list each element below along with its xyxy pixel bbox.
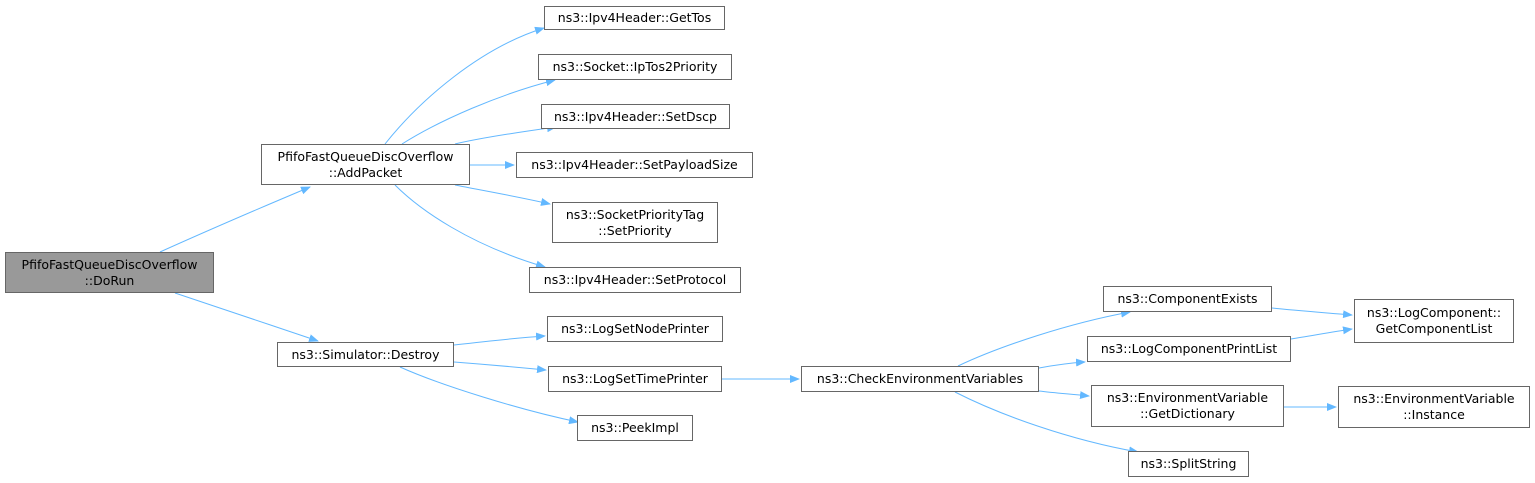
node-environmentvariable-instance[interactable]: ns3::EnvironmentVariable ::Instance [1338, 386, 1530, 428]
node-label-line2: ::GetDictionary [1140, 406, 1235, 421]
node-pfifofastqueuediscoverflow-addpacket[interactable]: PfifoFastQueueDiscOverflow ::AddPacket [261, 144, 470, 185]
edge-checkenv-componentexists [957, 309, 1131, 367]
node-label-line2: ::Instance [1403, 407, 1465, 422]
node-environmentvariable-getdictionary[interactable]: ns3::EnvironmentVariable ::GetDictionary [1091, 385, 1284, 427]
node-label-line1: ns3::EnvironmentVariable [1353, 391, 1515, 406]
node-peekimpl[interactable]: ns3::PeekImpl [577, 415, 693, 441]
node-label: ns3::Simulator::Destroy [291, 346, 440, 362]
node-logcomponent-getcomponentlist[interactable]: ns3::LogComponent:: GetComponentList [1354, 299, 1514, 343]
node-label: ns3::ComponentExists [1117, 291, 1258, 306]
edge-destroy-peekimpl [399, 366, 579, 425]
edge-dorun-addpacket [159, 186, 311, 253]
node-simulator-destroy[interactable]: ns3::Simulator::Destroy [277, 342, 454, 367]
node-logcomponentprintlist[interactable]: ns3::LogComponentPrintList [1087, 336, 1291, 362]
node-label: ns3::LogComponentPrintList [1100, 341, 1278, 356]
node-label-line2: ::AddPacket [328, 164, 403, 180]
node-label-line2: ::DoRun [84, 272, 135, 288]
node-label: ns3::Socket::IpTos2Priority [552, 59, 718, 74]
edge-addpacket-setpriority [454, 184, 551, 206]
node-ipv4header-setdscp[interactable]: ns3::Ipv4Header::SetDscp [541, 104, 730, 129]
node-label: ns3::Ipv4Header::SetPayloadSize [531, 157, 738, 172]
node-label: ns3::Ipv4Header::SetDscp [554, 108, 717, 124]
node-splitstring[interactable]: ns3::SplitString [1128, 451, 1249, 477]
edge-destroy-lognodeprinter [453, 332, 546, 346]
node-label: ns3::Ipv4Header::SetProtocol [543, 272, 727, 287]
edge-addpacket-gettos [384, 26, 545, 145]
edge-checkenv-splitstring [954, 391, 1139, 455]
node-ipv4header-setprotocol[interactable]: ns3::Ipv4Header::SetProtocol [529, 267, 741, 293]
node-label-line1: ns3::EnvironmentVariable [1106, 390, 1269, 405]
edge-printlist-getcomponentlist [1290, 326, 1353, 340]
node-logsettimeprinter[interactable]: ns3::LogSetTimePrinter [548, 366, 722, 392]
node-socket-iptos2priority[interactable]: ns3::Socket::IpTos2Priority [538, 54, 732, 80]
node-label: ns3::SplitString [1140, 456, 1237, 471]
edge-addpacket-setdscp [454, 124, 557, 145]
node-logsetnodeprinter[interactable]: ns3::LogSetNodePrinter [547, 316, 723, 342]
node-ipv4header-gettos[interactable]: ns3::Ipv4Header::GetTos [544, 6, 725, 30]
edge-addpacket-setprotocol [394, 184, 546, 269]
node-label: ns3::CheckEnvironmentVariables [816, 371, 1024, 386]
node-label: ns3::LogSetTimePrinter [562, 371, 708, 386]
node-ipv4header-setpayloadsize[interactable]: ns3::Ipv4Header::SetPayloadSize [516, 152, 753, 178]
node-label-line1: PfifoFastQueueDiscOverflow [21, 256, 198, 272]
node-label-line1: ns3::SocketPriorityTag [565, 206, 705, 222]
node-pfifofastqueuediscoverflow-dorun: PfifoFastQueueDiscOverflow ::DoRun [5, 252, 214, 293]
edge-addpacket-iptos2priority [401, 78, 556, 145]
node-label: ns3::PeekImpl [591, 420, 679, 435]
node-socketprioritytag-setpriority[interactable]: ns3::SocketPriorityTag ::SetPriority [552, 202, 718, 243]
node-label-line2: ::SetPriority [598, 222, 672, 238]
edge-componentexists-getcomponentlist [1271, 307, 1353, 319]
node-label-line1: PfifoFastQueueDiscOverflow [277, 148, 454, 164]
edge-checkenv-getdictionary [1038, 390, 1090, 400]
node-label-line1: ns3::LogComponent:: [1366, 305, 1502, 320]
edge-destroy-logtimeprinter [453, 361, 547, 374]
edge-dorun-destroy [174, 292, 319, 342]
node-checkenvironmentvariables[interactable]: ns3::CheckEnvironmentVariables [801, 366, 1039, 392]
node-label-line2: GetComponentList [1375, 321, 1493, 336]
node-componentexists[interactable]: ns3::ComponentExists [1103, 286, 1272, 312]
edge-checkenv-printlist [1038, 358, 1086, 369]
node-label: ns3::Ipv4Header::GetTos [557, 10, 712, 25]
node-label: ns3::LogSetNodePrinter [561, 321, 709, 336]
